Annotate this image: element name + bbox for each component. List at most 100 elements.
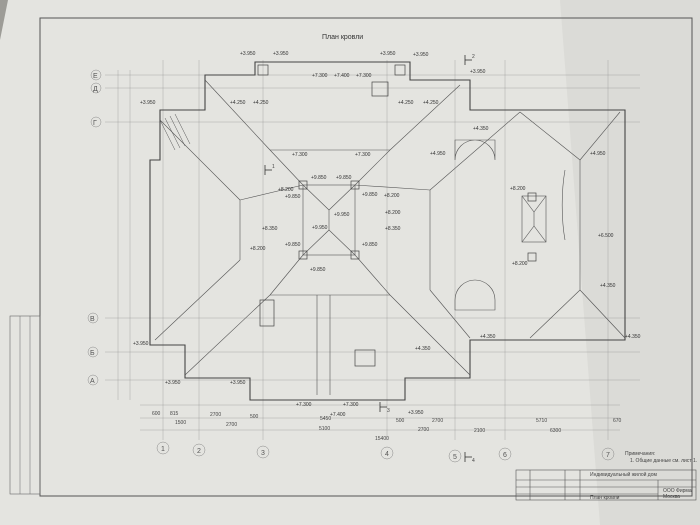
elevation-label: +9.850 — [285, 242, 301, 248]
roof-chimneys — [257, 64, 537, 367]
title-block-sheet-name: План кровли — [590, 495, 620, 501]
dimension-label: 2700 — [210, 412, 221, 418]
elevation-label: +8.200 — [385, 210, 401, 216]
elevation-label: +9.950 — [334, 212, 350, 218]
elevation-label: +9.850 — [285, 194, 301, 200]
axis-label: 3 — [261, 450, 265, 457]
roof-ridges — [154, 79, 626, 395]
elevation-label: +4.250 — [423, 100, 439, 106]
elevation-label: +4.250 — [253, 100, 269, 106]
elevation-label: +3.950 — [240, 51, 256, 57]
drawing-title: План кровли — [322, 34, 363, 41]
section-mark-label: 3 — [387, 408, 390, 414]
axis-label: 1 — [161, 446, 165, 453]
title-block-city: Москва — [663, 494, 680, 500]
dimension-label: 5710 — [536, 418, 547, 424]
elevation-label: +7.300 — [312, 73, 328, 79]
elevation-label: +3.950 — [165, 380, 181, 386]
axis-label: Г — [93, 120, 97, 127]
elevation-label: +7.300 — [296, 402, 312, 408]
elevation-label: +3.950 — [230, 380, 246, 386]
notes-heading: Примечания: — [625, 451, 655, 457]
elevation-label: +3.950 — [380, 51, 396, 57]
elevation-label: +7.300 — [343, 402, 359, 408]
elevation-label: +7.400 — [330, 412, 346, 418]
axis-label: Е — [93, 73, 98, 80]
dimension-label: 600 — [152, 411, 161, 417]
dimension-label: 2100 — [474, 428, 485, 434]
dimension-label: 815 — [170, 411, 179, 417]
elevation-label: +8.200 — [250, 246, 266, 252]
side-stamp — [9, 315, 41, 495]
elevation-label: +8.200 — [278, 187, 294, 193]
axis-label: 7 — [606, 452, 610, 459]
title-block-object: Индивидуальный жилой дом — [590, 471, 657, 478]
elevation-label: +4.350 — [480, 334, 496, 340]
dimension-label: 2700 — [432, 418, 443, 424]
elevation-label: +4.350 — [625, 334, 641, 340]
elevation-label: +8.200 — [510, 186, 526, 192]
dimension-label: 2700 — [226, 422, 237, 428]
elevation-label: +4.250 — [230, 100, 246, 106]
elevation-label: +9.950 — [312, 225, 328, 231]
elevation-label: +4.350 — [415, 346, 431, 352]
notes-item: 1. Общие данные см. лист 1. — [630, 458, 697, 464]
axis-label: Д — [93, 86, 98, 93]
elevation-label: +3.950 — [408, 410, 424, 416]
elevation-label: +7.400 — [334, 73, 350, 79]
elevation-label: +9.850 — [336, 175, 352, 181]
section-mark-label: 2 — [472, 54, 475, 60]
elevation-label: +9.850 — [310, 267, 326, 273]
dimension-label: 1500 — [175, 420, 186, 426]
elevation-label: +9.850 — [362, 192, 378, 198]
title-block-company: ООО Фирма — [663, 488, 692, 494]
elevation-label: +7.300 — [292, 152, 308, 158]
axis-label: Б — [90, 350, 95, 357]
elevation-label: +3.950 — [413, 52, 429, 58]
stair — [159, 113, 191, 151]
elevation-label: +6.500 — [598, 233, 614, 239]
dimension-label: 500 — [396, 418, 405, 424]
drawing-frame — [39, 17, 693, 497]
roof-outline — [149, 61, 626, 401]
dimension-label: 15400 — [375, 436, 389, 442]
paper-fold-shade — [560, 0, 700, 525]
elevation-label: +3.950 — [273, 51, 289, 57]
section-mark-label: 4 — [472, 458, 475, 464]
elevation-label: +3.950 — [140, 100, 156, 106]
dimension-labels: 600 815 2700 500 5450 500 2700 1500 2700… — [152, 411, 622, 442]
elevation-label: +4.350 — [600, 283, 616, 289]
title-block — [515, 469, 697, 501]
elevation-label: +9.850 — [362, 242, 378, 248]
elevation-label: +8.350 — [262, 226, 278, 232]
dimension-label: 6300 — [550, 428, 561, 434]
dimension-label: 500 — [250, 414, 259, 420]
elevation-label: +7.300 — [356, 73, 372, 79]
section-marks: 1 2 3 4 — [264, 54, 475, 464]
dimension-label: 670 — [613, 418, 622, 424]
elevation-label: +4.250 — [398, 100, 414, 106]
elevation-label: +8.200 — [384, 193, 400, 199]
row-axes: Е Д Г В Б А — [87, 69, 102, 386]
elevation-label: +4.350 — [473, 126, 489, 132]
elevation-label: +7.300 — [355, 152, 371, 158]
axis-label: 6 — [503, 452, 507, 459]
dimension-label: 5100 — [319, 426, 330, 432]
axis-label: 2 — [197, 448, 201, 455]
grid-lines — [105, 60, 640, 440]
axis-label: В — [90, 316, 95, 323]
dimension-label: 5450 — [320, 416, 331, 422]
column-axes: 1 2 3 4 5 6 7 — [156, 441, 615, 463]
dimension-label: 2700 — [418, 427, 429, 433]
elevation-label: +9.850 — [311, 175, 327, 181]
elevation-label: +3.950 — [470, 69, 486, 75]
axis-label: 4 — [385, 451, 389, 458]
elevation-label: +4.950 — [430, 151, 446, 157]
elevation-labels: +3.950 +3.950 +3.950 +3.950 +3.950 +7.30… — [133, 51, 641, 418]
elevation-label: +4.950 — [590, 151, 606, 157]
elevation-label: +8.350 — [385, 226, 401, 232]
axis-label: 5 — [453, 454, 457, 461]
